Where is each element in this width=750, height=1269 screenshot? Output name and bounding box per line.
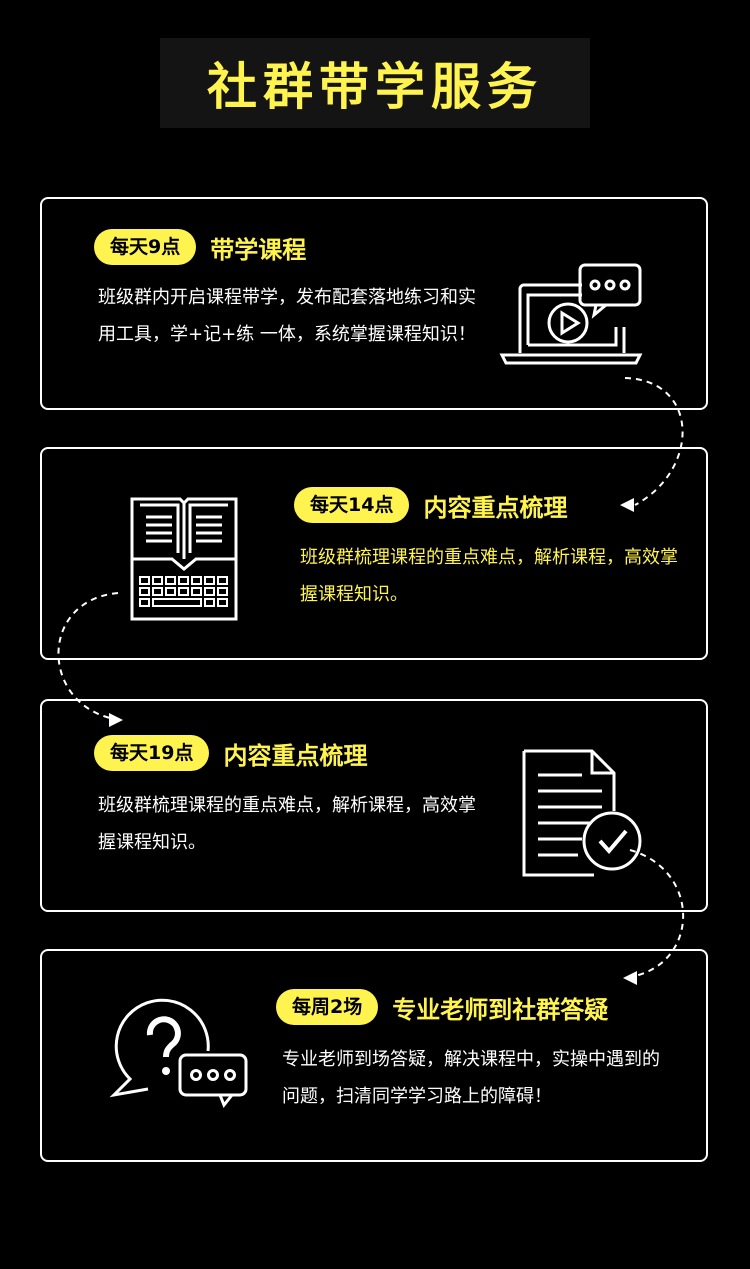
service-card-daily-19: 每天19点 内容重点梳理 班级群梳理课程的重点难点，解析课程，高效掌握课程知识。 — [40, 699, 708, 912]
laptop-video-chat-icon — [499, 263, 643, 365]
service-card-daily-9: 每天9点 带学课程 班级群内开启课程带学，发布配套落地练习和实用工具，学+记+练… — [40, 197, 708, 410]
document-check-icon — [522, 749, 642, 877]
card-header: 每天9点 带学课程 — [94, 229, 306, 265]
card-description: 班级群梳理课程的重点难点，解析课程，高效掌握课程知识。 — [300, 547, 678, 605]
card-header: 每天19点 内容重点梳理 — [94, 735, 367, 771]
card-heading: 内容重点梳理 — [423, 493, 568, 522]
time-badge: 每天9点 — [94, 229, 197, 265]
time-badge: 每天19点 — [94, 735, 210, 771]
question-chat-icon — [109, 998, 248, 1108]
time-badge: 每天14点 — [294, 487, 410, 523]
book-keyboard-icon — [130, 497, 238, 621]
time-badge: 每周2场 — [276, 989, 379, 1025]
card-description: 班级群内开启课程带学，发布配套落地练习和实用工具，学+记+练 一体，系统掌握课程… — [98, 287, 476, 345]
card-description: 专业老师到场答疑，解决课程中，实操中遇到的问题，扫清同学学习路上的障碍！ — [282, 1049, 660, 1107]
page-title: 社群带学服务 — [207, 58, 543, 116]
card-description: 班级群梳理课程的重点难点，解析课程，高效掌握课程知识。 — [98, 795, 476, 853]
card-header: 每周2场 专业老师到社群答疑 — [276, 989, 608, 1025]
service-card-weekly-qa: 每周2场 专业老师到社群答疑 专业老师到场答疑，解决课程中，实操中遇到的问题，扫… — [40, 949, 708, 1162]
card-header: 每天14点 内容重点梳理 — [294, 487, 567, 523]
card-heading: 专业老师到社群答疑 — [392, 995, 609, 1024]
title-banner: 社群带学服务 — [160, 38, 590, 128]
card-heading: 内容重点梳理 — [223, 741, 368, 770]
service-card-daily-14: 每天14点 内容重点梳理 班级群梳理课程的重点难点，解析课程，高效掌握课程知识。 — [40, 447, 708, 660]
card-heading: 带学课程 — [210, 235, 307, 264]
